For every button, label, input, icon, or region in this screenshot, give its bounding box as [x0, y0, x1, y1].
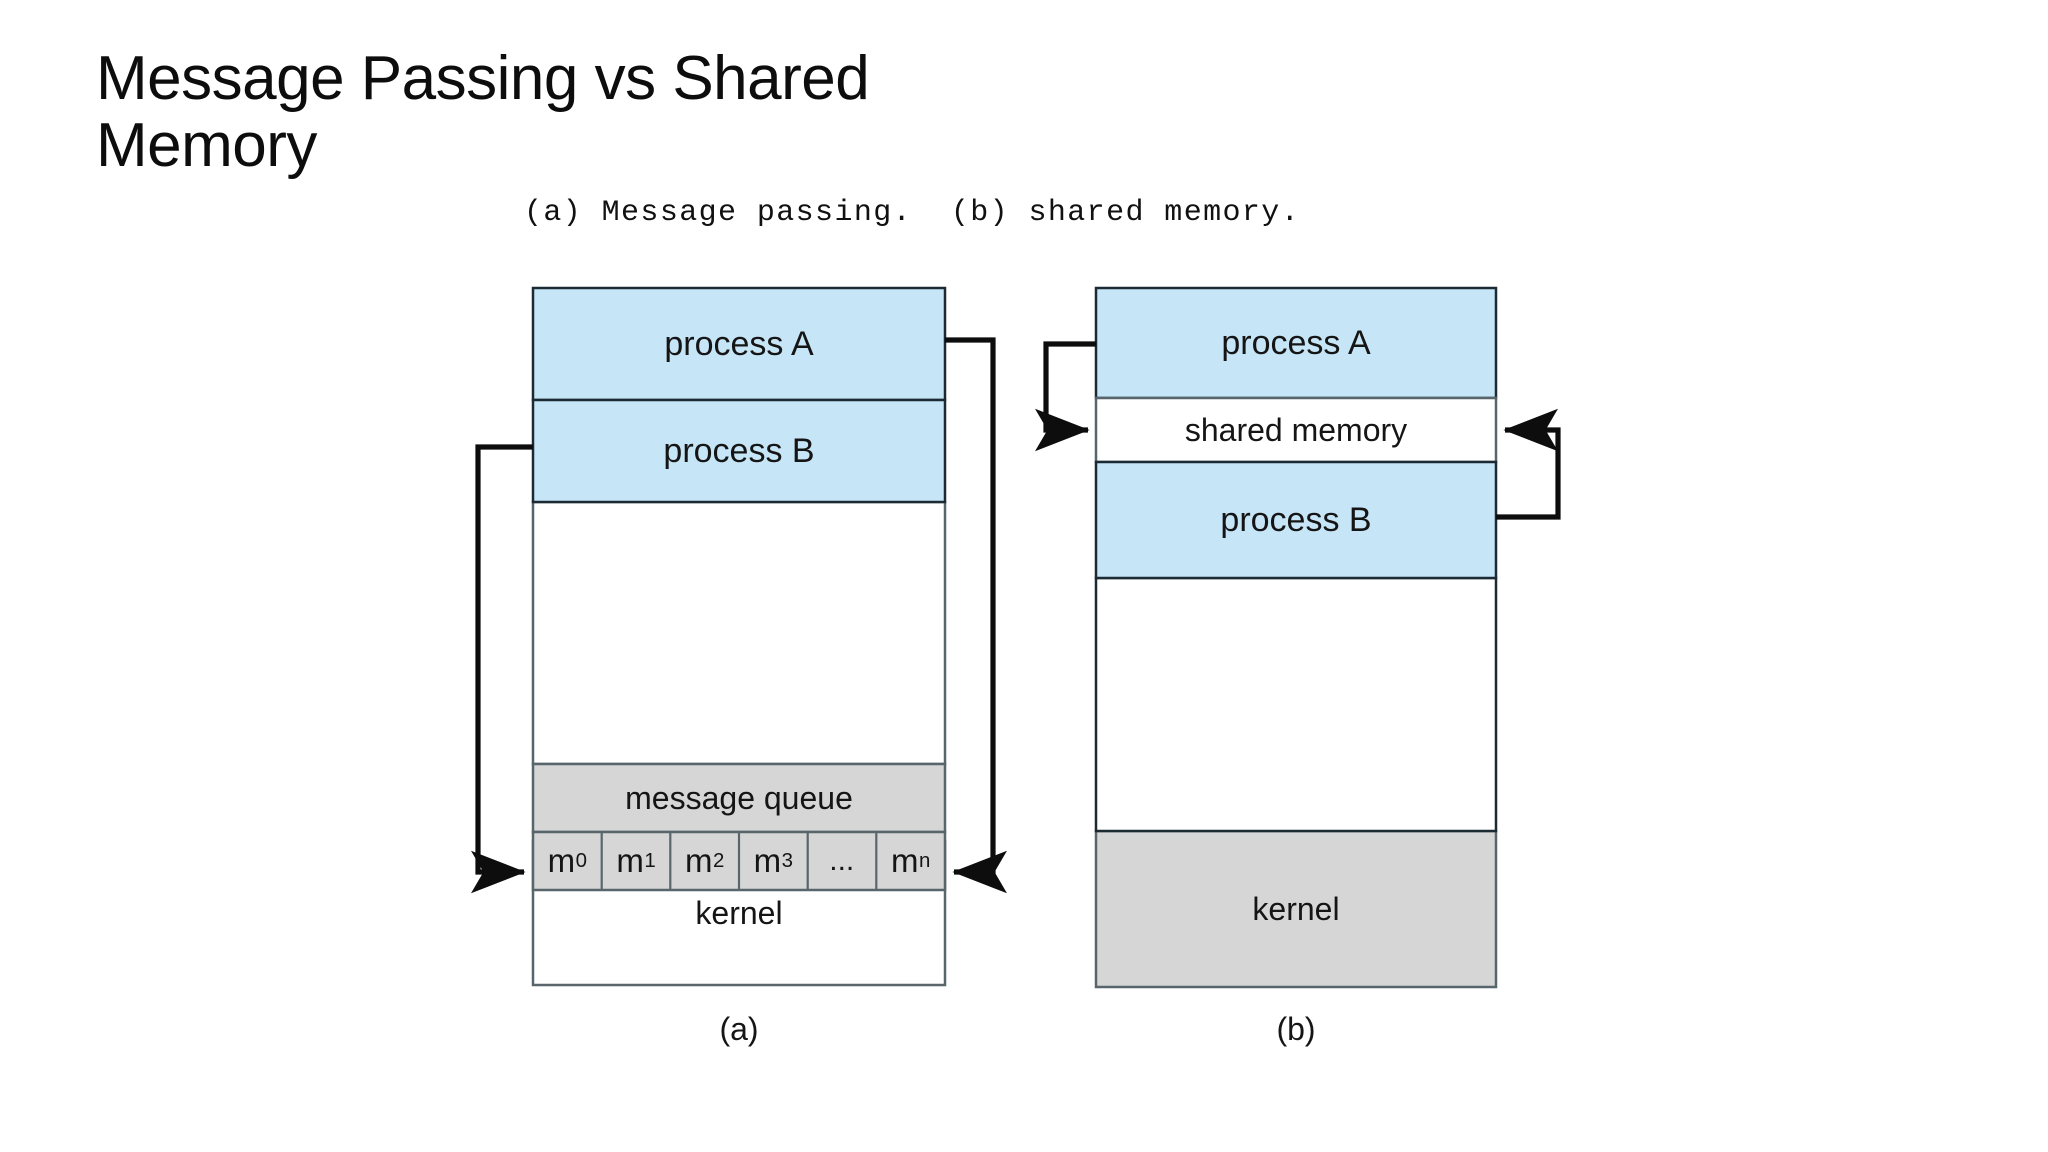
message-cell-base: m: [616, 842, 644, 879]
message-cell-sub: 0: [575, 849, 588, 872]
message-cell-base: m: [547, 842, 576, 879]
diagram-b-caption-label: (b): [1276, 1010, 1316, 1047]
message-cell-sub: 3: [781, 849, 794, 872]
page-title: Message Passing vs Shared Memory: [96, 44, 870, 180]
diagram-a-free-space: [531, 500, 947, 766]
message-cell-base: ...: [829, 844, 855, 877]
diagram-a-message-queue-label: message queue: [625, 779, 853, 816]
message-cell-base: m: [890, 842, 919, 879]
diagram-b-shared-memory-label: shared memory: [1184, 411, 1408, 448]
message-cell-base: m: [684, 842, 713, 879]
message-cell-base: m: [753, 842, 782, 879]
message-cell-sub: n: [918, 849, 931, 872]
diagram-b-free-space: [1094, 576, 1498, 833]
diagram-a-kernel-label: kernel: [695, 894, 783, 931]
message-cell-sub: 2: [712, 849, 725, 872]
arrow-process-b-to-m0: [470, 444, 533, 894]
diagram-a-process-a-label: process A: [664, 324, 814, 363]
diagram-b-process-b-label: process B: [1220, 500, 1372, 539]
diagram-b-process-a-label: process A: [1221, 323, 1371, 362]
figure-caption: (a) Message passing. (b) shared memory.: [524, 196, 1301, 230]
arrow-b-process-a-to-shared-memory: [1034, 341, 1096, 452]
arrow-process-a-to-mn: [945, 337, 1008, 894]
diagram-a-process-b-label: process B: [663, 431, 815, 470]
arrow-b-process-b-to-shared-memory: [1496, 408, 1561, 520]
message-cell-sub: 1: [644, 849, 656, 872]
message-cell-ellipsis: ...: [808, 832, 877, 890]
diagram-a-caption-label: (a): [719, 1010, 759, 1047]
diagram-b-kernel-label: kernel: [1252, 890, 1340, 927]
